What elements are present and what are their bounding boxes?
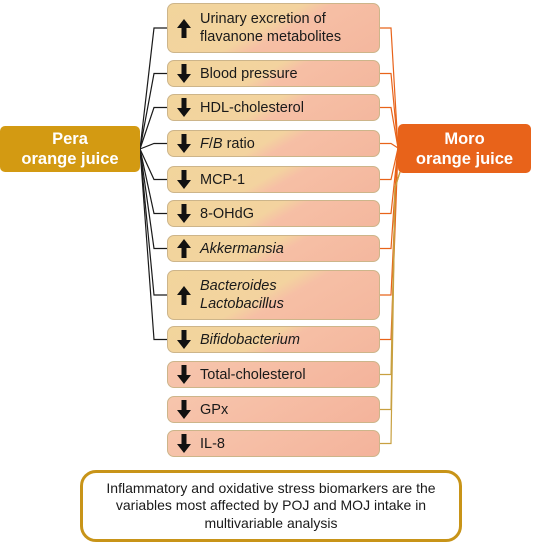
moro-connector-line (380, 106, 399, 149)
biomarker-label-line: Blood pressure (200, 65, 298, 82)
arrow-down-icon (177, 64, 191, 83)
moro-connector-line (380, 27, 399, 149)
biomarker-label-line: Bacteroides (200, 278, 277, 294)
biomarker-label: Total-cholesterol (200, 366, 306, 384)
pera-label-line-1: Pera (52, 130, 88, 148)
arrow-up-icon (168, 18, 200, 38)
biomarker-label-line: Urinary excretion of (200, 11, 326, 27)
arrow-down-icon (168, 204, 200, 223)
moro-connector-line (380, 147, 399, 250)
summary-box: Inflammatory and oxidative stress biomar… (80, 470, 462, 542)
arrow-up-icon (168, 239, 200, 258)
biomarker-label-line: F/B ratio (200, 135, 255, 152)
pera-connector-line (139, 148, 167, 296)
biomarker-label-line: Lactobacillus (200, 296, 284, 312)
summary-text: Inflammatory and oxidative stress biomar… (106, 479, 436, 531)
arrow-down-icon (177, 400, 191, 419)
biomarker-row: GPx (167, 396, 380, 423)
biomarker-label: GPx (200, 401, 228, 419)
pera-connector-line (139, 142, 167, 150)
biomarker-label-line: HDL-cholesterol (200, 99, 304, 116)
moro-connector-line (380, 171, 401, 411)
biomarker-label-line: IL-8 (200, 435, 225, 452)
arrow-down-icon (168, 98, 200, 117)
arrow-down-icon (177, 330, 191, 349)
biomarker-label-line: Akkermansia (200, 240, 284, 257)
biomarker-row: HDL-cholesterol (167, 94, 380, 121)
moro-connector-line (380, 142, 399, 149)
pera-connector-line (139, 106, 167, 150)
arrow-up-icon (177, 285, 191, 305)
biomarker-label: MCP-1 (200, 171, 245, 189)
moro-connector-line (380, 72, 399, 149)
pera-connector-line (139, 27, 167, 150)
biomarker-label: Bifidobacterium (200, 331, 300, 349)
moro-orange-juice-box: Moro orange juice (398, 124, 531, 173)
biomarker-label-line: GPx (200, 401, 229, 418)
moro-connector-line (380, 171, 401, 445)
biomarker-label: HDL-cholesterol (200, 99, 304, 117)
biomarker-row: 8-OHdG (167, 200, 380, 227)
moro-connector-line (380, 147, 399, 215)
arrow-down-icon (177, 134, 191, 153)
pera-label-line-2: orange juice (21, 150, 119, 168)
arrow-down-icon (168, 170, 200, 189)
biomarker-label-line: Total-cholesterol (200, 366, 306, 383)
moro-connector-line (380, 171, 401, 376)
pera-connector-line (139, 148, 167, 215)
biomarker-label: IL-8 (200, 435, 225, 453)
pera-connector-line (139, 148, 167, 181)
pera-connector-line (139, 148, 167, 250)
biomarker-label-line: 8-OHdG (200, 205, 254, 222)
biomarker-row: IL-8 (167, 430, 380, 457)
biomarker-row: Blood pressure (167, 60, 380, 87)
biomarker-label: F/B ratio (200, 135, 255, 153)
arrow-up-icon (177, 239, 191, 258)
moro-label-line-1: Moro (444, 129, 485, 148)
arrow-down-icon (177, 98, 191, 117)
pera-connector-line (139, 72, 167, 150)
pera-connector-line (139, 148, 167, 341)
arrow-down-icon (177, 434, 191, 453)
biomarker-row: MCP-1 (167, 166, 380, 193)
arrow-down-icon (177, 170, 191, 189)
moro-connector-line (380, 147, 399, 181)
pera-orange-juice-box: Pera orange juice (0, 126, 140, 172)
biomarker-row: Urinary excretion of flavanone metabolite… (167, 3, 380, 53)
arrow-down-icon (168, 330, 200, 349)
arrow-up-icon (168, 285, 200, 305)
moro-connector-line (380, 147, 399, 341)
arrow-down-icon (177, 365, 191, 384)
arrow-down-icon (168, 400, 200, 419)
biomarker-label-line: Bifidobacterium (200, 331, 300, 348)
biomarker-row: Bifidobacterium (167, 326, 380, 353)
biomarker-label: 8-OHdG (200, 205, 254, 223)
biomarker-label-line: MCP-1 (200, 171, 246, 188)
arrow-up-icon (177, 18, 191, 38)
arrow-down-icon (168, 434, 200, 453)
biomarker-row: Total-cholesterol (167, 361, 380, 388)
arrow-down-icon (168, 365, 200, 384)
biomarker-label: Urinary excretion of flavanone metabolite… (200, 10, 341, 46)
arrow-down-icon (168, 64, 200, 83)
biomarker-row: Akkermansia (167, 235, 380, 262)
arrow-down-icon (177, 204, 191, 223)
biomarker-label: Blood pressure (200, 65, 298, 83)
biomarker-label: Akkermansia (200, 240, 284, 258)
moro-label-line-2: orange juice (415, 149, 514, 168)
biomarker-label-line: flavanone metabolites (200, 29, 342, 45)
biomarker-row: F/B ratio (167, 130, 380, 157)
arrow-down-icon (168, 134, 200, 153)
